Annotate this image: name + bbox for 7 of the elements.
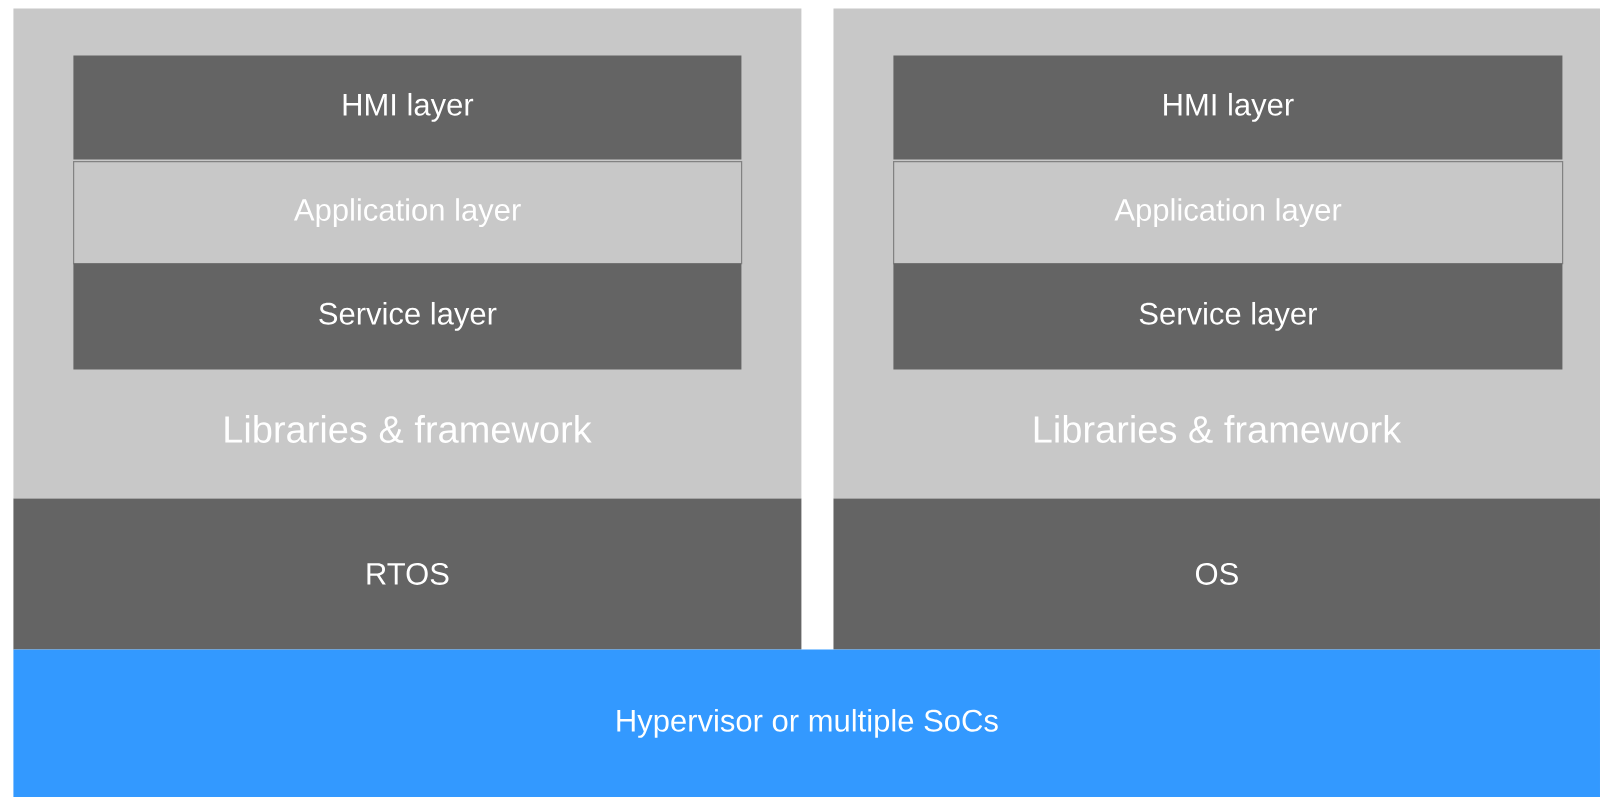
layer-box: HMI layer: [893, 55, 1563, 160]
layer-box: OS: [833, 498, 1600, 650]
layer-box: RTOS: [13, 498, 802, 650]
layer-box: HMI layer: [73, 55, 742, 160]
layer-box: Service layer: [893, 263, 1563, 370]
hardware-layer-box: Hypervisor or multiple SoCs: [13, 649, 1600, 797]
layer-box: Service layer: [73, 263, 742, 370]
